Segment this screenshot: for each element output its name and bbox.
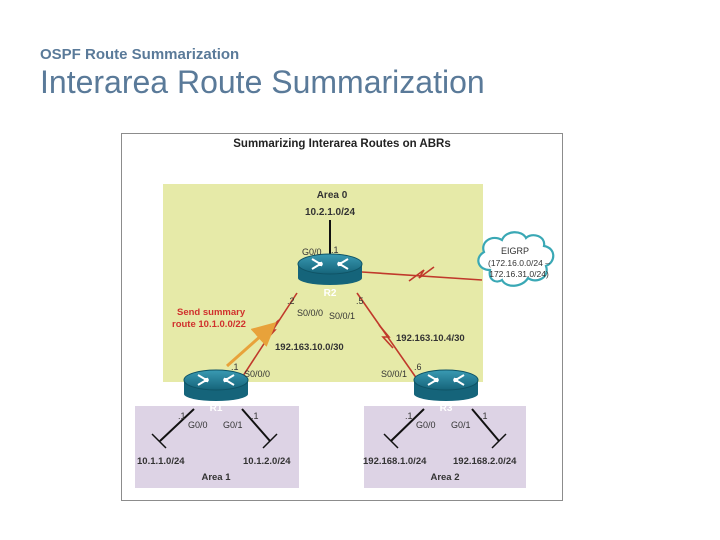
router-r3-label: R3: [440, 403, 453, 414]
r2-s000-dot: .2: [287, 296, 295, 306]
r2-g00-dot: .1: [331, 245, 339, 255]
lan-r3-g00-end: [383, 433, 399, 449]
summary-note-line1: Send summary: [177, 307, 246, 318]
r3-g01-label: G0/1: [451, 420, 471, 430]
area-0-network-label: 10.2.1.0/24: [305, 207, 355, 218]
link-r2-r3: [356, 292, 418, 380]
router-r1: [183, 369, 249, 401]
lan-192-168-1-label: 192.168.1.0/24: [363, 456, 427, 467]
area-1-region: [135, 406, 299, 488]
link-r2-r3-zigzag: [378, 324, 394, 349]
lan-r3-g01: [471, 408, 500, 442]
router-r3: [413, 369, 479, 401]
diagram-title: Summarizing Interarea Routes on ABRs: [233, 138, 451, 150]
r3-g01-dot: .1: [480, 411, 488, 421]
lan-10-1-1-label: 10.1.1.0/24: [137, 456, 185, 467]
r1-g00-dot: .1: [178, 411, 186, 421]
lan-192-168-2-label: 192.168.2.0/24: [453, 456, 517, 467]
r1-s000-label: S0/0/0: [244, 369, 270, 379]
slide-title: Interarea Route Summarization: [40, 64, 485, 100]
r3-s001-label: S0/0/1: [381, 369, 407, 379]
lan-r1-g01-end: [262, 433, 278, 449]
link-r2-r3-subnet: 192.163.10.4/30: [396, 333, 465, 344]
r1-g00-label: G0/0: [188, 420, 208, 430]
r3-g00-label: G0/0: [416, 420, 436, 430]
link-r1-r2-subnet: 192.163.10.0/30: [275, 342, 344, 353]
area-0-label: Area 0: [317, 190, 348, 201]
r2-g00-label: G0/0: [302, 247, 322, 257]
eigrp-cloud: [477, 231, 555, 287]
eigrp-label: EIGRP: [501, 246, 529, 256]
ospf-diagram: Summarizing Interarea Routes on ABRs Are…: [121, 133, 563, 501]
lan-10-1-2-label: 10.1.2.0/24: [243, 456, 291, 467]
r1-s000-dot: .1: [231, 362, 239, 372]
router-r2-label: R2: [324, 288, 337, 299]
r2-s001-label: S0/0/1: [329, 311, 355, 321]
lan-r1-g00: [159, 408, 195, 442]
eigrp-range-line2: 172.16.31.0/24): [489, 269, 549, 279]
r3-s001-dot: .6: [414, 362, 422, 372]
area-2-label: Area 2: [430, 472, 459, 483]
area-2-region: [364, 406, 526, 488]
router-r2: [297, 253, 363, 285]
lan-r1-g00-end: [151, 433, 167, 449]
router-r1-label: R1: [210, 403, 223, 414]
slide-subtitle: OSPF Route Summarization: [40, 46, 240, 63]
topology-svg: Area 0 10.2.1.0/24 EIGRP (172.16.0.0/24 …: [135, 184, 555, 488]
summary-note-line2: route 10.1.0.0/22: [172, 319, 246, 330]
area-1-label: Area 1: [201, 472, 231, 483]
r3-g00-dot: .1: [405, 411, 413, 421]
r2-s000-label: S0/0/0: [297, 308, 323, 318]
link-r2-eigrp-zigzag: [408, 266, 435, 282]
eigrp-range-line1: (172.16.0.0/24 –: [488, 258, 550, 268]
summary-arrow: [226, 322, 277, 368]
r1-g01-dot: .1: [251, 411, 259, 421]
lan-r3-g01-end: [491, 433, 507, 449]
r2-s001-dot: .5: [356, 296, 364, 306]
r1-g01-label: G0/1: [223, 420, 243, 430]
lan-r1-g01: [241, 408, 271, 442]
lan-r3-g00: [390, 408, 425, 442]
